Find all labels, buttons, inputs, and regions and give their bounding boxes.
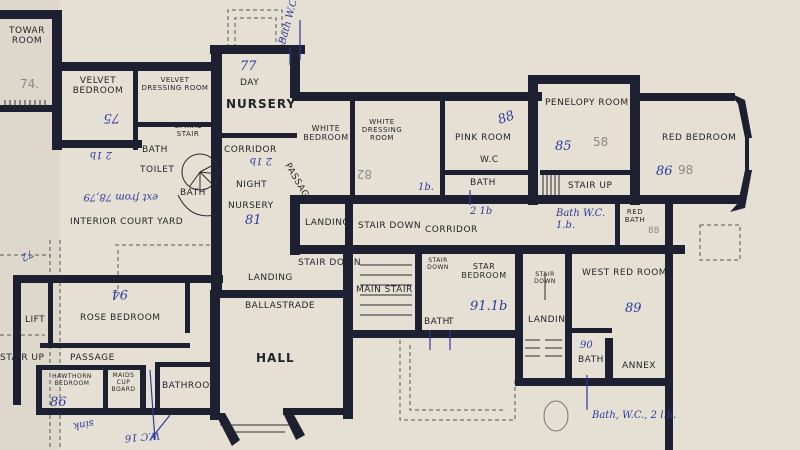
label-stair-up-left: STAIR UP <box>0 353 45 363</box>
note-bath-wc-2lb: Bath, W.C., 2 l.b. <box>591 410 676 421</box>
label-corridor-main: CORRIDOR <box>425 225 478 235</box>
label-landing-east: LANDING <box>528 315 573 325</box>
note-90: 90 <box>580 340 593 351</box>
label-star-bedroom: STAR BEDROOM <box>461 262 507 281</box>
label-ballastrade: BALLASTRADE <box>245 301 315 311</box>
label-stair-up: STAIR UP <box>568 181 613 191</box>
label-spiral-stair: SPIRAL STAIR <box>174 122 202 139</box>
handwritten-annotations: 74. 75 77 Bath W.C. 2 1b ext from 78,79 … <box>19 0 694 443</box>
label-pink-room: PINK ROOM <box>455 133 511 143</box>
note-1b: 1b. <box>418 182 434 193</box>
label-red-bedroom: RED BEDROOM <box>662 133 736 143</box>
label-bath-t-bath: BATH <box>424 317 450 327</box>
label-bath-90: BATH <box>578 355 604 365</box>
label-rose-bedroom: ROSE BEDROOM <box>80 313 161 323</box>
note-75: 75 <box>103 110 120 125</box>
label-stair-down-2: STAIR DOWN <box>298 258 361 268</box>
note-94: 94 <box>111 286 128 301</box>
label-hawthorn-bedroom: HAWTHORN BEDROOM <box>52 373 92 387</box>
note-98: 98 <box>678 163 693 177</box>
label-bathroom: BATHROOM <box>162 381 218 391</box>
label-white-dressing-room: WHITE DRESSING ROOM <box>361 118 403 143</box>
stair-treads <box>4 100 562 433</box>
label-maids-cupboard: MAIDS CUP BOARD <box>111 372 136 393</box>
spiral-stair <box>177 153 219 217</box>
label-main-stair: MAIN STAIR <box>356 285 413 295</box>
label-pink-bath: BATH <box>470 178 496 188</box>
note-82: 82 <box>357 167 372 181</box>
label-wc: W.C <box>480 155 499 165</box>
label-velvet-dressing-room: VELVET DRESSING ROOM <box>141 76 209 93</box>
label-velvet-bedroom: VELVET BEDROOM <box>72 76 124 97</box>
note-2lb-night: 2 1b <box>250 155 273 166</box>
label-star-down: STAIR DOWN <box>427 257 449 271</box>
note-bath-wc-1b: Bath W.C. 1.b. <box>556 208 606 231</box>
label-toilet: TOILET <box>139 165 174 175</box>
note-85: 85 <box>555 139 572 154</box>
label-tower-room: TOWAR ROOM <box>9 26 45 47</box>
label-white-bedroom: WHITE BEDROOM <box>303 124 349 143</box>
label-bath-t-t: T <box>447 317 454 327</box>
room-labels: DAY NURSERY CORRIDOR BATH TOILET BATH NI… <box>0 78 736 391</box>
note-86: 86 <box>656 164 673 179</box>
label-landing: LANDING <box>248 273 293 283</box>
label-stair-down-1: STAIR DOWN <box>358 221 421 231</box>
note-77: 77 <box>240 59 257 74</box>
note-2lb-left: 2 1b <box>90 149 113 160</box>
label-day: DAY <box>240 78 259 88</box>
label-bath-curve: BATH <box>180 188 206 198</box>
label-stair-down-3: STAIR DOWN <box>534 271 556 285</box>
label-hall: HALL <box>256 351 295 365</box>
label-west-red-room: WEST RED ROOM <box>582 268 667 278</box>
label-bath-small: BATH <box>142 145 168 155</box>
note-58: 58 <box>593 135 608 149</box>
ink-arrows <box>149 20 588 441</box>
note-88-red-bath: 88 <box>648 226 660 236</box>
label-landing-upper: LANDING <box>305 218 350 228</box>
note-wc-16: W.C 16 <box>124 429 161 443</box>
label-passage: PASSAGE <box>70 353 115 363</box>
note-ext-from: ext from 78,79 <box>83 191 158 202</box>
note-91: 91.1b <box>470 299 507 314</box>
label-interior-court-yard: INTERIOR COURT YARD <box>70 217 183 227</box>
note-81: 81 <box>245 213 262 228</box>
pencil-sketch-oval <box>543 400 569 432</box>
label-lift: LIFT <box>25 315 45 325</box>
label-night: NIGHT <box>236 180 267 190</box>
walls <box>0 10 752 450</box>
note-88: 88 <box>496 108 517 128</box>
label-day-nursery: NURSERY <box>226 97 296 111</box>
note-74: 74. <box>20 77 39 91</box>
label-night-nursery: NURSERY <box>228 201 274 211</box>
label-penelopy-room: PENELOPY ROOM <box>545 98 629 108</box>
note-sink: sink <box>72 417 94 431</box>
label-annex: ANNEX <box>622 361 656 371</box>
note-86-hawthorn: 86 <box>50 395 67 410</box>
note-2lb-corridor: 2 1b <box>469 206 492 217</box>
label-red-bath: RED BATH <box>624 208 646 225</box>
note-89: 89 <box>625 301 642 316</box>
label-corridor-upper: CORRIDOR <box>224 145 277 155</box>
